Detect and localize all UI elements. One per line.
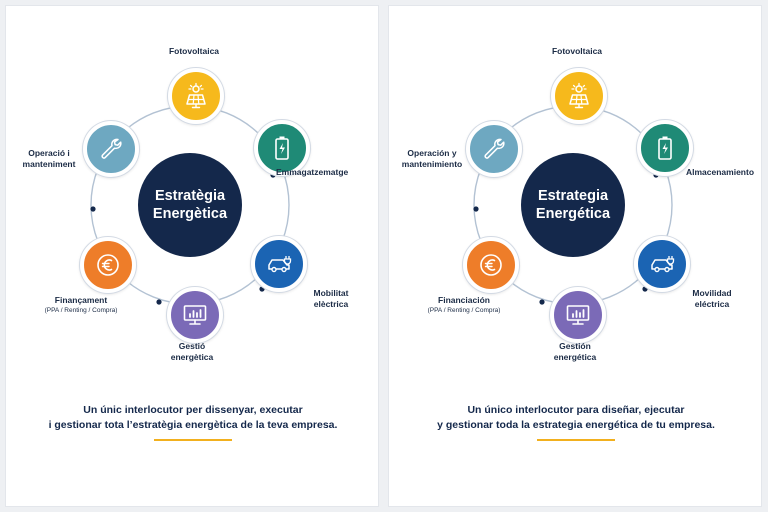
label-finance-main: Financiación	[438, 295, 490, 305]
center-title-line2: Energética	[535, 206, 611, 222]
wrench-icon	[484, 138, 505, 159]
node-maintenance	[466, 121, 522, 177]
node-solar	[551, 68, 607, 124]
center-title-line2: Energètica	[152, 206, 228, 222]
label-energy-line1: Gestió	[178, 341, 206, 351]
label-maintenance-line2: mantenimiento	[401, 159, 463, 169]
label-maintenance-line2: manteniment	[22, 159, 76, 169]
node-mobility	[251, 236, 307, 292]
node-energy-management	[167, 287, 223, 343]
label-solar: Fotovoltaica	[551, 46, 603, 56]
label-mobility-line1: Mobilitat	[313, 288, 349, 298]
label-finance-main: Finançament	[54, 295, 108, 305]
tagline: Un únic interlocutor per dissenyar, exec…	[26, 403, 360, 433]
tagline-line1: Un único interlocutor para diseñar, ejec…	[467, 404, 685, 416]
battery-icon	[275, 136, 289, 160]
node-finance	[80, 237, 136, 293]
label-maintenance-line1: Operación y	[407, 148, 457, 158]
tagline-line1: Un únic interlocutor per dissenyar, exec…	[83, 404, 303, 416]
electric-car-icon	[651, 256, 675, 273]
monitor-chart-icon	[183, 305, 207, 325]
label-maintenance-line1: Operació i	[28, 148, 70, 158]
node-storage	[637, 120, 693, 176]
node-finance	[463, 237, 519, 293]
electric-car-icon	[268, 256, 292, 273]
label-mobility-line2: eléctrica	[694, 299, 730, 309]
label-energy-line1: Gestión	[559, 341, 591, 351]
center-title-line1: Estratègia	[154, 188, 226, 204]
label-storage: Almacenamiento	[686, 167, 755, 177]
label-finance: Finançament (PPA / Renting / Compra)	[26, 295, 136, 315]
label-energy-line2: energètica	[170, 352, 214, 362]
label-energy-line2: energética	[553, 352, 597, 362]
node-mobility	[634, 236, 690, 292]
wrench-icon	[101, 138, 122, 159]
tagline-line2: y gestionar toda la estrategia energétic…	[437, 419, 715, 431]
label-mobility-line1: Movilidad	[692, 288, 732, 298]
tagline: Un único interlocutor para diseñar, ejec…	[409, 403, 743, 433]
label-finance: Financiación (PPA / Renting / Compra)	[409, 295, 519, 315]
label-mobility-line2: elèctrica	[313, 299, 349, 309]
center-title-line1: Estrategia	[537, 188, 609, 204]
solar-panel-icon	[569, 82, 589, 109]
solar-panel-icon	[186, 82, 206, 109]
euro-icon	[480, 254, 502, 276]
accent-underline	[537, 439, 615, 441]
euro-icon	[97, 254, 119, 276]
label-solar: Fotovoltaica	[168, 46, 220, 56]
node-solar	[168, 68, 224, 124]
battery-icon	[658, 136, 672, 160]
node-energy-management	[550, 287, 606, 343]
label-finance-sub: (PPA / Renting / Compra)	[427, 307, 501, 314]
label-storage: Emmagatzematge	[276, 167, 349, 177]
node-storage	[254, 120, 310, 176]
monitor-chart-icon	[566, 305, 590, 325]
node-maintenance	[83, 121, 139, 177]
tagline-line2: i gestionar tota l’estratègia energètica…	[48, 419, 338, 431]
accent-underline	[154, 439, 232, 441]
label-finance-sub: (PPA / Renting / Compra)	[44, 307, 118, 314]
